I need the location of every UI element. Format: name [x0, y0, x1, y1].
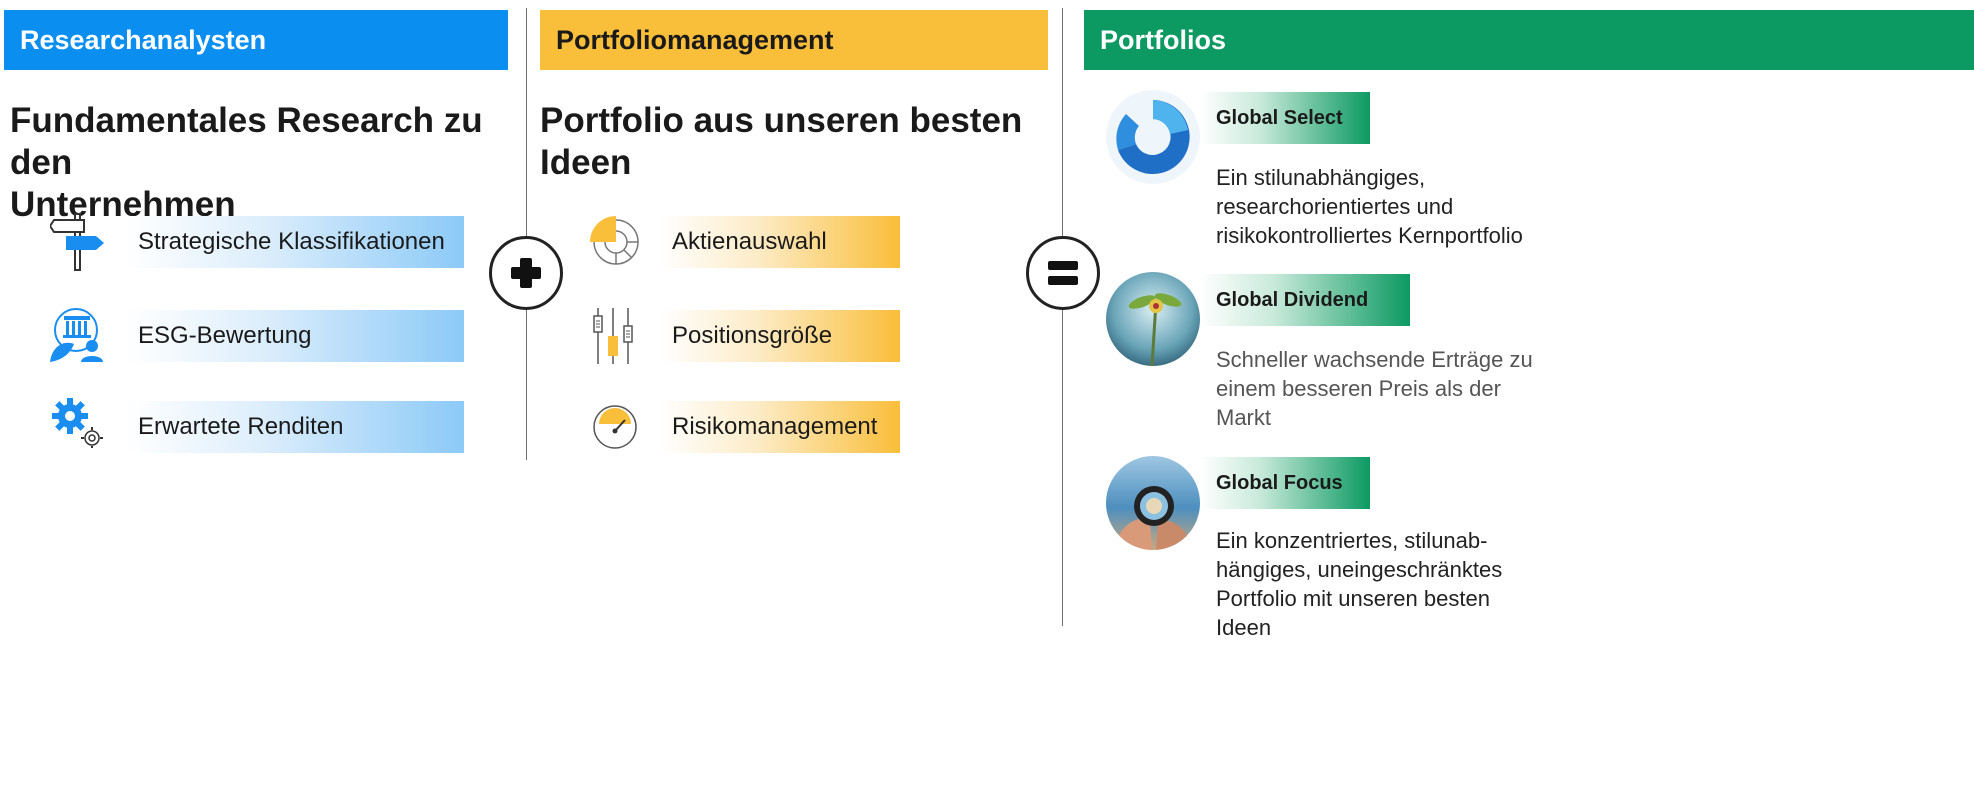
gears-icon: [52, 398, 103, 448]
plus-icon: [511, 258, 541, 288]
pm-header-label: Portfoliomanagement: [556, 24, 834, 55]
research-item-returns: Erwartete Renditen: [126, 401, 464, 453]
global-select-label: Global Select: [1200, 92, 1370, 144]
global-focus-label: Global Focus: [1200, 457, 1370, 509]
global-select-logo: [1106, 90, 1200, 184]
pm-item-stock-selection: Aktienauswahl: [660, 216, 900, 268]
pm-title: Portfolio aus unseren besten Ideen: [540, 101, 1023, 182]
sliders-icon: [593, 308, 633, 364]
divider-pm: [1062, 8, 1063, 626]
portfolios-header: Portfolios: [1084, 10, 1974, 70]
equals-operator: [1026, 236, 1100, 310]
research-title: Fundamentales Research zu den Unternehme…: [10, 101, 483, 224]
gauge-icon: [593, 405, 637, 449]
portfolios-header-label: Portfolios: [1100, 24, 1226, 55]
research-item-esg: ESG-Bewertung: [126, 310, 464, 362]
plus-operator: [489, 236, 563, 310]
pm-header: Portfoliomanagement: [540, 10, 1048, 70]
global-dividend-label: Global Dividend: [1200, 274, 1410, 326]
signpost-icon: [50, 213, 104, 271]
global-dividend-description: Schneller wachsende Erträge zu einem bes…: [1216, 347, 1533, 430]
donut-chart-icon: [590, 216, 639, 265]
divider-research: [526, 8, 527, 460]
research-header: Researchanalysten: [4, 10, 508, 70]
global-focus-description: Ein konzentriertes, stilunab- hängiges, …: [1216, 528, 1503, 640]
research-header-label: Researchanalysten: [20, 24, 267, 55]
research-item-classifications: Strategische Klassifikationen: [126, 216, 464, 268]
esg-icon: [50, 308, 103, 362]
plant-photo: [1106, 272, 1200, 366]
pm-item-risk-management: Risikomanagement: [660, 401, 900, 453]
global-select-description: Ein stilunabhängiges, researchorientiert…: [1216, 165, 1523, 248]
equals-icon: [1048, 261, 1078, 285]
lens-photo: [1106, 456, 1200, 550]
pm-item-position-size: Positionsgröße: [660, 310, 900, 362]
